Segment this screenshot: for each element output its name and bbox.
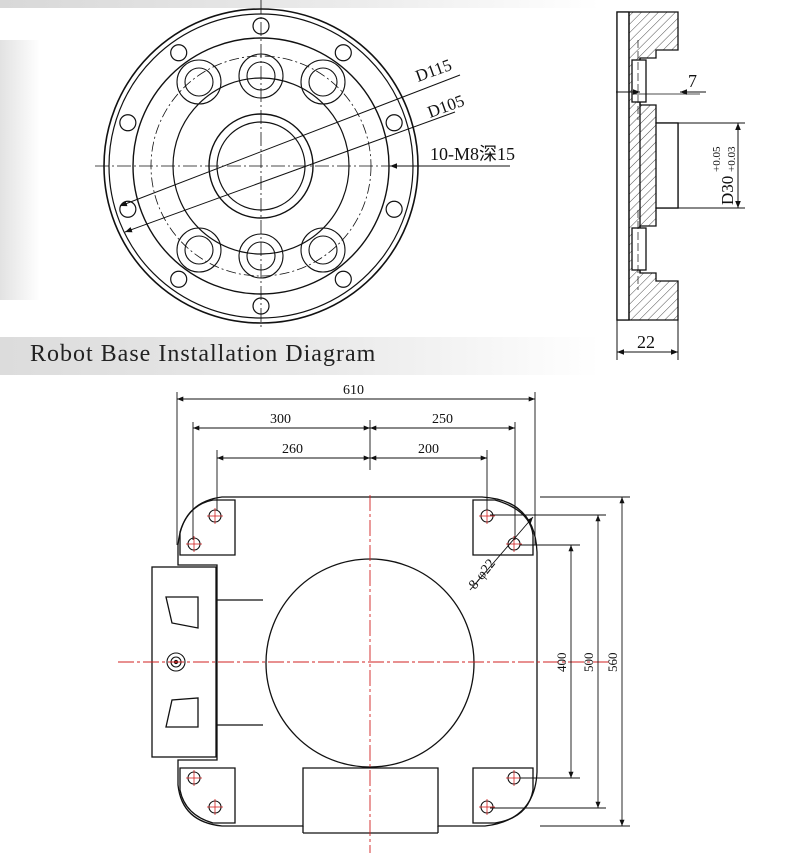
side-dimensions (616, 89, 745, 360)
dim-left-inner: 260 (282, 442, 303, 457)
flange-side-section (616, 11, 700, 321)
flange-bolt-hole (334, 44, 352, 62)
dim-right-inner: 200 (418, 442, 439, 457)
flange-counterbore-hole (176, 227, 222, 273)
flange-inner-holes (176, 53, 346, 279)
flange-counterbore-hole (176, 59, 222, 105)
dim-height-outer: 560 (605, 653, 620, 673)
flange-bolt-hole (334, 270, 352, 288)
side-tol-lower: +0.03 (726, 146, 738, 172)
section-title: Robot Base Installation Diagram (30, 341, 377, 367)
side-thickness-label: 22 (637, 332, 655, 352)
dim-left-outer: 300 (270, 412, 291, 427)
dim-right-outer: 250 (432, 412, 453, 427)
side-tol-upper: +0.05 (711, 146, 723, 172)
dim-height-inner: 400 (554, 653, 569, 673)
flange-bolt-hole (170, 270, 188, 288)
base-outline (151, 496, 538, 834)
flange-holes-label: 10-M8深15 (430, 144, 515, 164)
dim-overall-width: 610 (343, 383, 364, 398)
flange-inner-dia-label: D105 (425, 91, 467, 122)
left-shading (0, 40, 40, 300)
flange-bolt-hole (252, 297, 270, 315)
flange-dimension-leaders (119, 74, 510, 233)
flange-bolt-hole (119, 114, 137, 132)
flange-bolt-hole (385, 200, 403, 218)
base-hole (207, 508, 223, 524)
flange-outer-dia-label: D115 (413, 55, 454, 86)
base-hole (207, 799, 223, 815)
base-centerlines (118, 495, 612, 853)
flange-counterbore-hole (238, 53, 284, 99)
flange-bolt-hole (252, 17, 270, 35)
base-hole (479, 508, 495, 524)
flange-counterbore-hole (238, 233, 284, 279)
base-hole (506, 770, 522, 786)
flange-bolt-hole (170, 44, 188, 62)
flange-bolt-hole (119, 200, 137, 218)
base-hole (186, 536, 202, 552)
top-banner-strip (0, 0, 600, 8)
base-hole (479, 799, 495, 815)
base-dimension-lines (176, 392, 630, 827)
flange-outer-holes (119, 17, 403, 315)
flange-front-view (95, 0, 440, 330)
side-depth-label: 7 (688, 71, 697, 91)
base-mounting-holes (186, 508, 522, 815)
flange-counterbore-hole (300, 227, 346, 273)
base-hole (186, 770, 202, 786)
dim-height-mid: 500 (581, 653, 596, 673)
side-bore-label: D30 (718, 176, 737, 205)
section-banner (0, 337, 600, 375)
flange-bolt-hole (385, 114, 403, 132)
flange-counterbore-hole (300, 59, 346, 105)
